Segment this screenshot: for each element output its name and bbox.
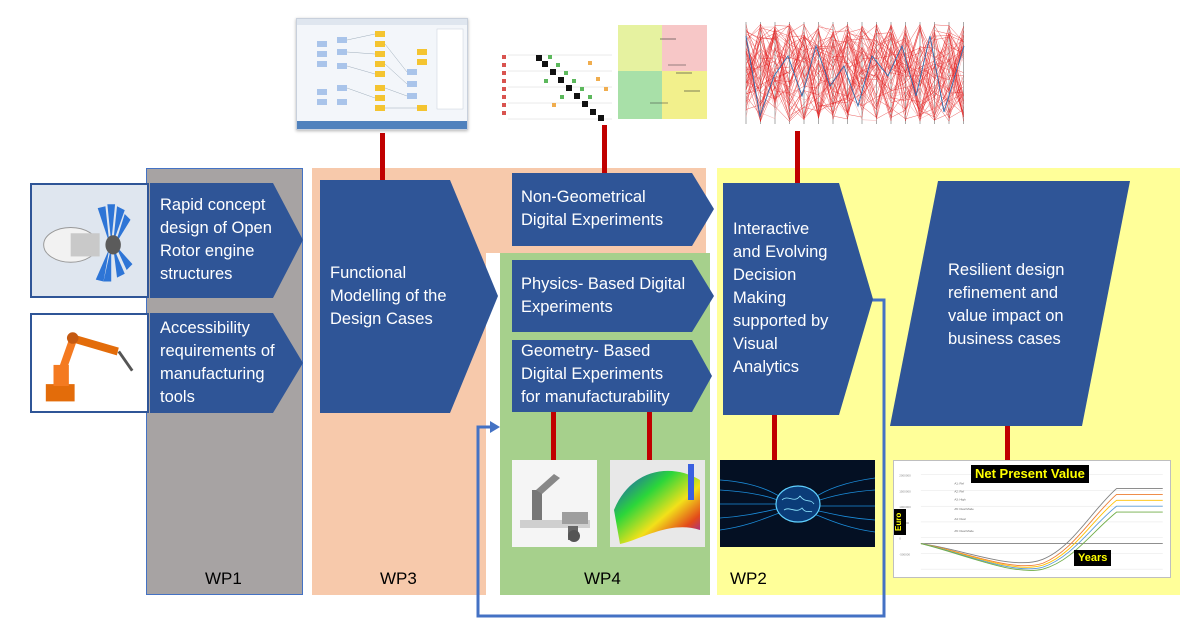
geometry-based-label: Geometry- Based Digital Experiments for …	[521, 342, 670, 406]
wp3-label: WP3	[380, 569, 417, 588]
geometry-based-box: Geometry- Based Digital Experiments for …	[512, 340, 712, 412]
stem-resilient	[1005, 425, 1010, 460]
svg-text:A2: Ref: A2: Ref	[954, 489, 964, 493]
engine-image	[30, 183, 149, 298]
accessibility-label: Accessibility requirements of manufactur…	[160, 319, 275, 406]
wp4-label: WP4	[584, 569, 621, 588]
stem-geometry-right	[647, 410, 652, 462]
functional-modelling-box: Functional Modelling of the Design Cases	[320, 180, 498, 413]
npv-chart: 2000000150000010000005000000-500000 A1: …	[893, 460, 1171, 578]
svg-text:A3: High: A3: High	[954, 497, 966, 501]
wp1-label: WP1	[205, 569, 242, 588]
non-geometrical-label: Non-Geometrical Digital Experiments	[521, 188, 664, 229]
non-geometrical-box: Non-Geometrical Digital Experiments	[512, 173, 714, 246]
svg-text:1500000: 1500000	[899, 489, 911, 493]
svg-text:1000000: 1000000	[899, 505, 911, 509]
stem-functional	[380, 133, 385, 183]
stem-interactive	[795, 128, 800, 183]
flowchart-screenshot	[296, 18, 468, 130]
accessibility-box: Accessibility requirements of manufactur…	[150, 313, 303, 413]
rapid-concept-label: Rapid concept design of Open Rotor engin…	[160, 196, 272, 283]
rapid-concept-box: Rapid concept design of Open Rotor engin…	[150, 183, 303, 298]
wp2-label: WP2	[730, 569, 767, 588]
stem-geometry-left	[551, 410, 556, 462]
interactive-decision-label: Interactive and Evolving Decision Making…	[733, 220, 829, 376]
robot-arm-image	[30, 313, 149, 413]
interactive-decision-box: Interactive and Evolving Decision Making…	[723, 183, 873, 415]
resilient-design-label: Resilient design refinement and value im…	[948, 261, 1065, 348]
svg-text:0: 0	[899, 537, 901, 541]
stem-non-geometrical	[602, 120, 607, 175]
svg-text:A1: Ref: A1: Ref	[954, 482, 964, 486]
physics-based-box: Physics- Based Digital Experiments	[512, 260, 714, 332]
svg-text:A5: Dual Mode: A5: Dual Mode	[954, 529, 974, 533]
npv-ylabel: Euro	[894, 509, 906, 535]
physics-based-label: Physics- Based Digital Experiments	[521, 275, 686, 316]
resilient-design-box: Resilient design refinement and value im…	[890, 181, 1130, 426]
parallel-coordinates-screenshot	[738, 16, 978, 131]
svg-text:A5: Dual Mode: A5: Dual Mode	[954, 507, 974, 511]
npv-xlabel: Years	[1074, 550, 1112, 566]
npv-title: Net Present Value	[971, 465, 1089, 483]
fea-plot-image	[610, 460, 705, 547]
stem-interactive-bottom	[772, 415, 777, 462]
brain-network-image	[720, 460, 875, 547]
svg-text:2000000: 2000000	[899, 474, 911, 478]
svg-text:-500000: -500000	[899, 552, 910, 556]
svg-text:A4: Dual: A4: Dual	[954, 517, 966, 521]
robot-cell-image	[512, 460, 597, 547]
matrix-screenshot	[500, 25, 707, 125]
functional-modelling-label: Functional Modelling of the Design Cases	[330, 264, 447, 328]
